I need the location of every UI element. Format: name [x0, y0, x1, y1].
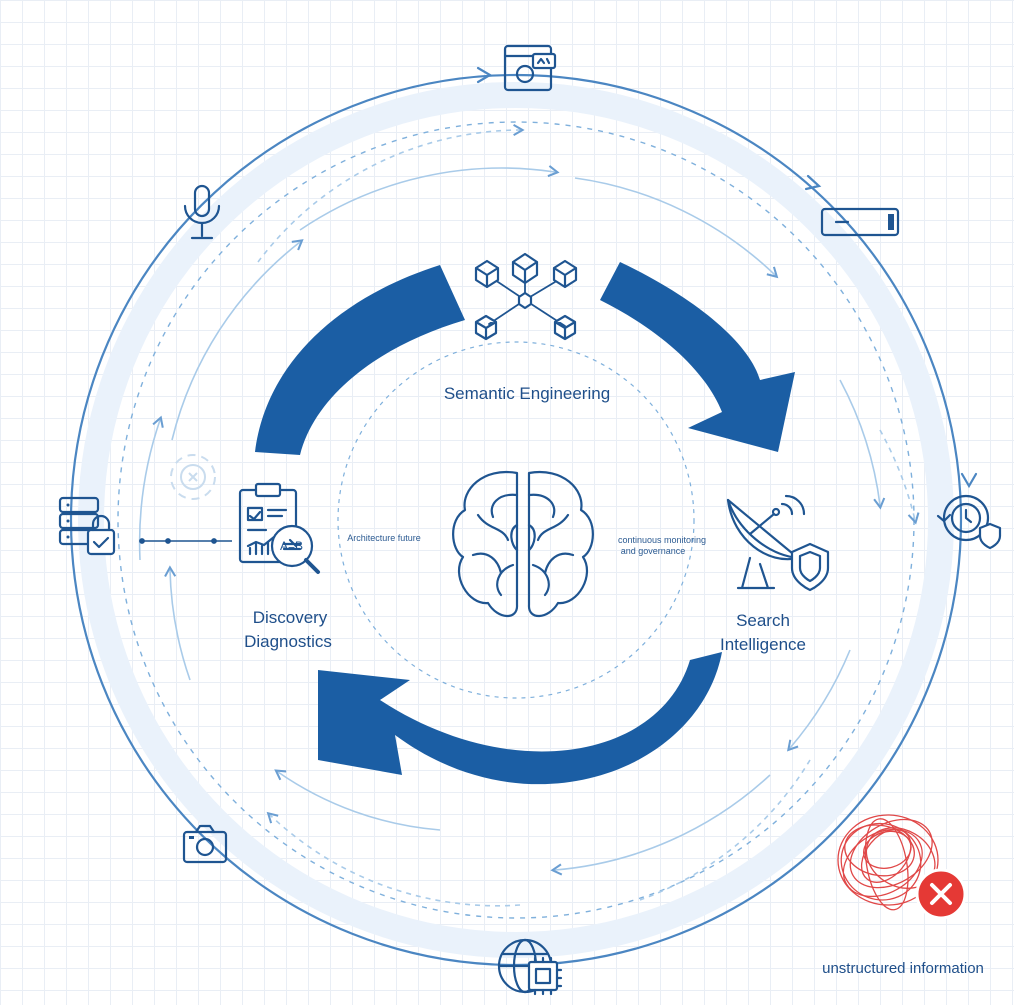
cycle-arrow-top-right [600, 262, 795, 452]
satellite-dish-shield-icon [726, 494, 830, 592]
stage-label-semantic-engineering: Semantic Engineering [444, 384, 610, 403]
monitor-chat-icon [503, 44, 557, 92]
tangled-error-icon [837, 814, 967, 920]
database-lock-icon [58, 496, 116, 556]
left-connector [139, 538, 232, 544]
footer-label: unstructured information [822, 960, 984, 977]
stage-label-search: Search [736, 611, 790, 630]
outer-light-band [78, 82, 954, 958]
stage-label-discovery: Discovery [253, 608, 328, 627]
dashed-ring-inner [337, 341, 695, 699]
camera-icon [182, 824, 228, 864]
note-right-line1: continuous monitoring [618, 535, 706, 545]
microphone-icon [183, 184, 221, 240]
stage-label-diagnostics: Diagnostics [244, 632, 332, 651]
cube-network-icon [474, 252, 578, 341]
note-left: Architecture future [347, 533, 421, 543]
stage-label-intelligence: Intelligence [720, 635, 806, 654]
outer-ring-arrows [476, 66, 978, 489]
brain-icon [452, 470, 594, 618]
server-icon [820, 207, 900, 237]
cycle-arrow-bottom [318, 652, 722, 785]
globe-chip-icon [497, 938, 563, 996]
svg-text:A=B: A=B [280, 539, 303, 553]
gear-icon [170, 454, 216, 500]
clipboard-magnifier-icon: A=B [238, 482, 320, 574]
light-arrow-arcs [138, 124, 920, 907]
clock-shield-icon [936, 494, 1002, 550]
cycle-arrow-top-left [255, 265, 465, 455]
note-right-line2: and governance [621, 546, 686, 556]
